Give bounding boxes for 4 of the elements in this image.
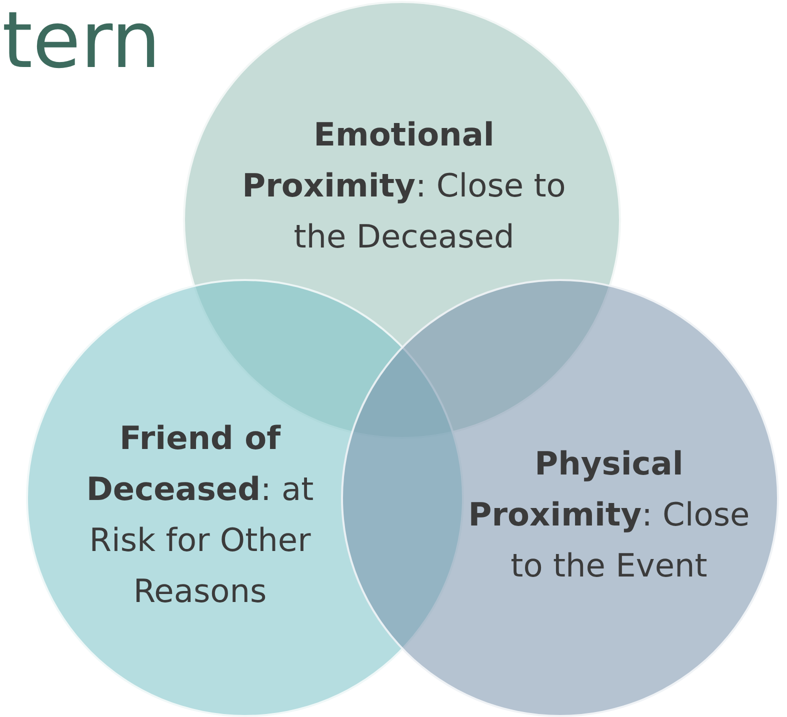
circle-label: Friend of Deceased: at Risk for Other Reasons [85, 418, 315, 612]
title-fragment: tern [2, 2, 161, 80]
circle-label: Emotional Proximity: Close to the Deceased [241, 114, 567, 258]
circle-label: Physical Proximity: Close to the Event [467, 444, 751, 586]
